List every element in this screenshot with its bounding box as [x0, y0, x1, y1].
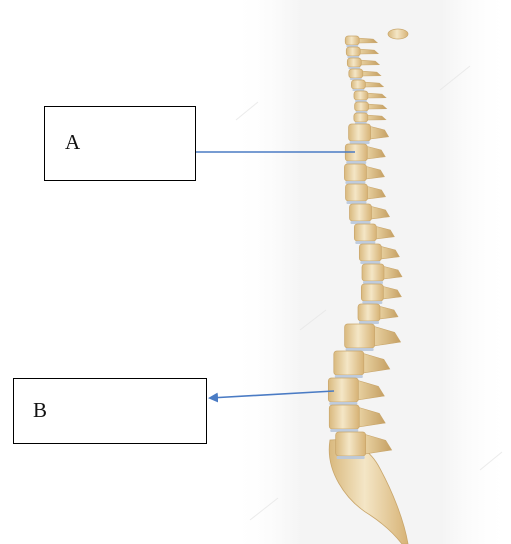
- vertebra-body: [362, 264, 384, 281]
- vertebra-body: [329, 405, 359, 429]
- intervertebral-disc: [363, 281, 383, 284]
- intervertebral-disc: [359, 321, 379, 324]
- intervertebral-disc: [355, 241, 375, 244]
- vertebra-body: [345, 36, 359, 45]
- vertebra-body: [334, 351, 364, 375]
- vertebra-body: [336, 432, 366, 456]
- label-a-text: A: [65, 132, 80, 153]
- intervertebral-disc: [350, 141, 370, 144]
- intervertebral-disc: [330, 429, 358, 432]
- vertebra-body: [354, 113, 368, 122]
- intervertebral-disc: [347, 201, 367, 204]
- intervertebral-disc: [362, 301, 382, 304]
- vertebra-body: [358, 304, 380, 321]
- vertebra-body: [345, 324, 375, 348]
- vertebra-body: [361, 284, 383, 301]
- atlas-vertebra: [388, 29, 408, 39]
- intervertebral-disc: [335, 375, 363, 378]
- vertebra-body: [349, 69, 363, 78]
- vertebra-body: [349, 124, 371, 141]
- label-box-a: A: [44, 106, 196, 181]
- label-box-b: B: [13, 378, 207, 444]
- label-b-text: B: [33, 400, 47, 421]
- vertebra-body: [346, 47, 360, 56]
- vertebra-body: [354, 224, 376, 241]
- intervertebral-disc: [360, 261, 380, 264]
- intervertebral-disc: [337, 456, 365, 459]
- vertebra-body: [347, 58, 361, 67]
- intervertebral-disc: [346, 161, 366, 164]
- vertebra-body: [328, 378, 358, 402]
- vertebra-body: [350, 204, 372, 221]
- intervertebral-disc: [351, 221, 371, 224]
- intervertebral-disc: [329, 402, 357, 405]
- vertebra-body: [355, 102, 369, 111]
- vertebra-body: [359, 244, 381, 261]
- vertebra-body: [351, 80, 365, 89]
- vertebra-body: [346, 184, 368, 201]
- intervertebral-disc: [346, 348, 374, 351]
- intervertebral-disc: [345, 181, 365, 184]
- vertebra-body: [344, 164, 366, 181]
- vertebra-body: [354, 91, 368, 100]
